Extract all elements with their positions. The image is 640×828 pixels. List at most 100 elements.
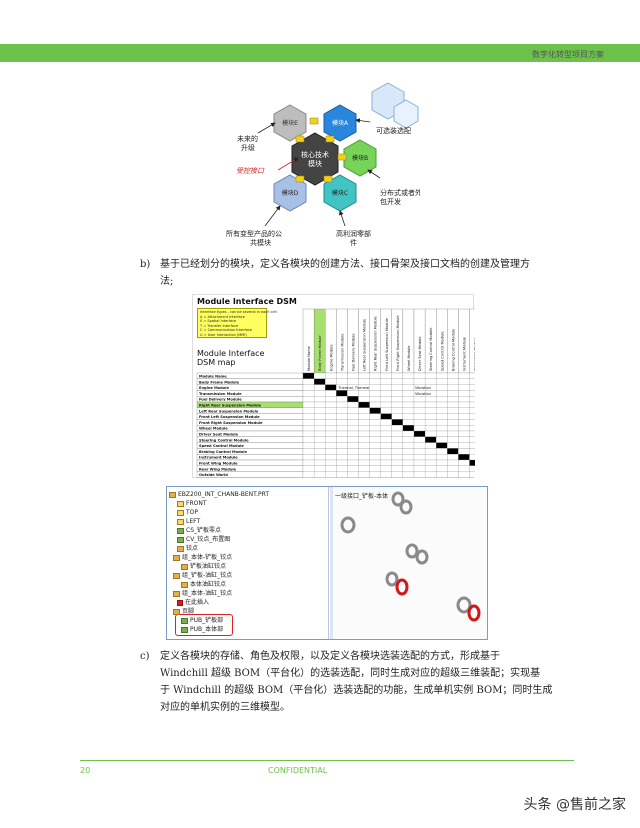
dsm-cell xyxy=(336,425,348,432)
tree-node[interactable]: EBZ200_INT_CHANB-BENT.PRT xyxy=(169,490,269,499)
tree-node[interactable]: 铰点 xyxy=(177,544,198,553)
tree-node[interactable]: 在此插入 xyxy=(177,598,209,607)
dsm-cell xyxy=(402,465,415,472)
pub-highlight-box xyxy=(175,614,233,636)
dsm-cell xyxy=(325,448,337,455)
dsm-diagonal-cell xyxy=(424,436,437,443)
dsm-cell xyxy=(413,413,426,420)
dsm-cell xyxy=(424,419,437,426)
dsm-diagonal-cell xyxy=(469,459,475,466)
dsm-cell xyxy=(347,430,359,437)
module-d-label: 模块D xyxy=(282,189,299,197)
dsm-cell xyxy=(380,425,392,432)
dsm-cell xyxy=(325,413,337,420)
dsm-cell xyxy=(436,471,448,478)
footer-confidential: CONFIDENTIAL xyxy=(268,766,328,775)
dsm-cell xyxy=(469,401,475,408)
dsm-cell xyxy=(469,396,475,403)
plane-icon xyxy=(177,500,184,507)
dsm-cell xyxy=(358,390,370,397)
dsm-cell xyxy=(336,419,348,426)
dsm-cell xyxy=(380,401,392,408)
dsm-cell xyxy=(402,454,415,461)
label-optional: 可选装选配 xyxy=(376,126,411,135)
tree-node[interactable]: CV_铰点_布置图 xyxy=(177,535,230,544)
dsm-cell xyxy=(302,436,315,443)
tree-node[interactable]: 本体油缸铰点 xyxy=(181,580,226,589)
dsm-cell xyxy=(469,425,475,432)
point-icon xyxy=(181,563,188,570)
tree-node-label: TOP xyxy=(186,509,199,516)
point-icon xyxy=(181,581,188,588)
dsm-cell xyxy=(302,396,315,403)
tree-node[interactable]: 组_铲板-油缸_铰点 xyxy=(173,571,232,580)
label-platform-2: 共模块 xyxy=(250,238,271,247)
dsm-col-header: Instrument Module xyxy=(462,336,466,371)
dsm-cell xyxy=(402,384,415,391)
label-future-1: 未来的 xyxy=(237,134,258,143)
dsm-cell xyxy=(313,436,326,443)
dsm-row-header: Front Wing Module xyxy=(199,462,238,466)
tree-node[interactable]: LEFT xyxy=(177,517,200,526)
dsm-cell xyxy=(391,396,404,403)
part-icon xyxy=(169,491,176,498)
tree-node[interactable]: PUB_本体部 xyxy=(181,625,223,634)
header-bar xyxy=(0,44,640,62)
dsm-cell xyxy=(358,442,370,449)
dsm-cell xyxy=(469,378,475,385)
dsm-diagonal-cell xyxy=(336,390,348,397)
hinge-highlight-1 xyxy=(395,578,409,596)
dsm-cell xyxy=(469,465,475,472)
dsm-cell xyxy=(369,419,381,426)
dsm-cell xyxy=(302,454,315,461)
label-profit-2: 件 xyxy=(350,238,357,247)
dsm-cell xyxy=(336,413,348,420)
dsm-cell xyxy=(413,459,426,466)
dsm-cell xyxy=(336,448,348,455)
dsm-cell xyxy=(402,471,415,478)
paragraph-c-line2: Windchill 超级 BOM（平台化）的选装选配，同时生成对应的超级三维装配… xyxy=(160,668,541,679)
dsm-cell xyxy=(347,471,359,478)
dsm-cell xyxy=(458,378,470,385)
dsm-cell xyxy=(380,407,392,414)
csys-icon xyxy=(177,527,184,534)
dsm-legend-line: U = User Interaction (MMI) xyxy=(200,332,247,337)
dsm-cell xyxy=(391,401,404,408)
dsm-cell xyxy=(302,448,315,455)
tree-node[interactable]: PUB_铲板部 xyxy=(181,616,223,625)
tree-node[interactable]: 组_本体-油缸_铰点 xyxy=(173,589,232,598)
dsm-cell xyxy=(347,378,359,385)
dsm-cell xyxy=(358,372,370,379)
tree-node[interactable]: 铲板油缸铰点 xyxy=(181,562,226,571)
connector-core-b xyxy=(337,153,347,161)
scroll-strip[interactable] xyxy=(330,487,333,639)
dsm-cell xyxy=(325,407,337,414)
dsm-cell xyxy=(313,471,326,478)
tree-node[interactable]: CS_铲板零点 xyxy=(177,526,221,535)
dsm-cell xyxy=(402,407,415,414)
dsm-cell xyxy=(336,459,348,466)
dsm-col-header: Driver Seat Module xyxy=(418,336,422,371)
tree-node[interactable]: TOP xyxy=(177,508,198,517)
dsm-cell xyxy=(313,465,326,472)
tree-node[interactable]: FRONT xyxy=(177,499,207,508)
dsm-cell xyxy=(369,471,381,478)
tree-node[interactable]: 组_本体-铲板_铰点 xyxy=(173,553,232,562)
dsm-cell xyxy=(325,436,337,443)
dsm-cell xyxy=(380,465,392,472)
dsm-cell xyxy=(424,372,437,379)
dsm-cell xyxy=(469,407,475,414)
point-icon xyxy=(177,545,184,552)
dsm-cell xyxy=(436,430,448,437)
dsm-cell xyxy=(424,454,437,461)
dsm-cell xyxy=(336,471,348,478)
dsm-cell xyxy=(313,413,326,420)
dsm-cell xyxy=(391,436,404,443)
dsm-cell xyxy=(369,436,381,443)
tree-node[interactable]: 页脚 xyxy=(173,607,194,616)
dsm-cell xyxy=(302,471,315,478)
dsm-cell xyxy=(369,384,381,391)
dsm-col-header: Transmission Module xyxy=(340,333,344,372)
dsm-cell xyxy=(380,396,392,403)
